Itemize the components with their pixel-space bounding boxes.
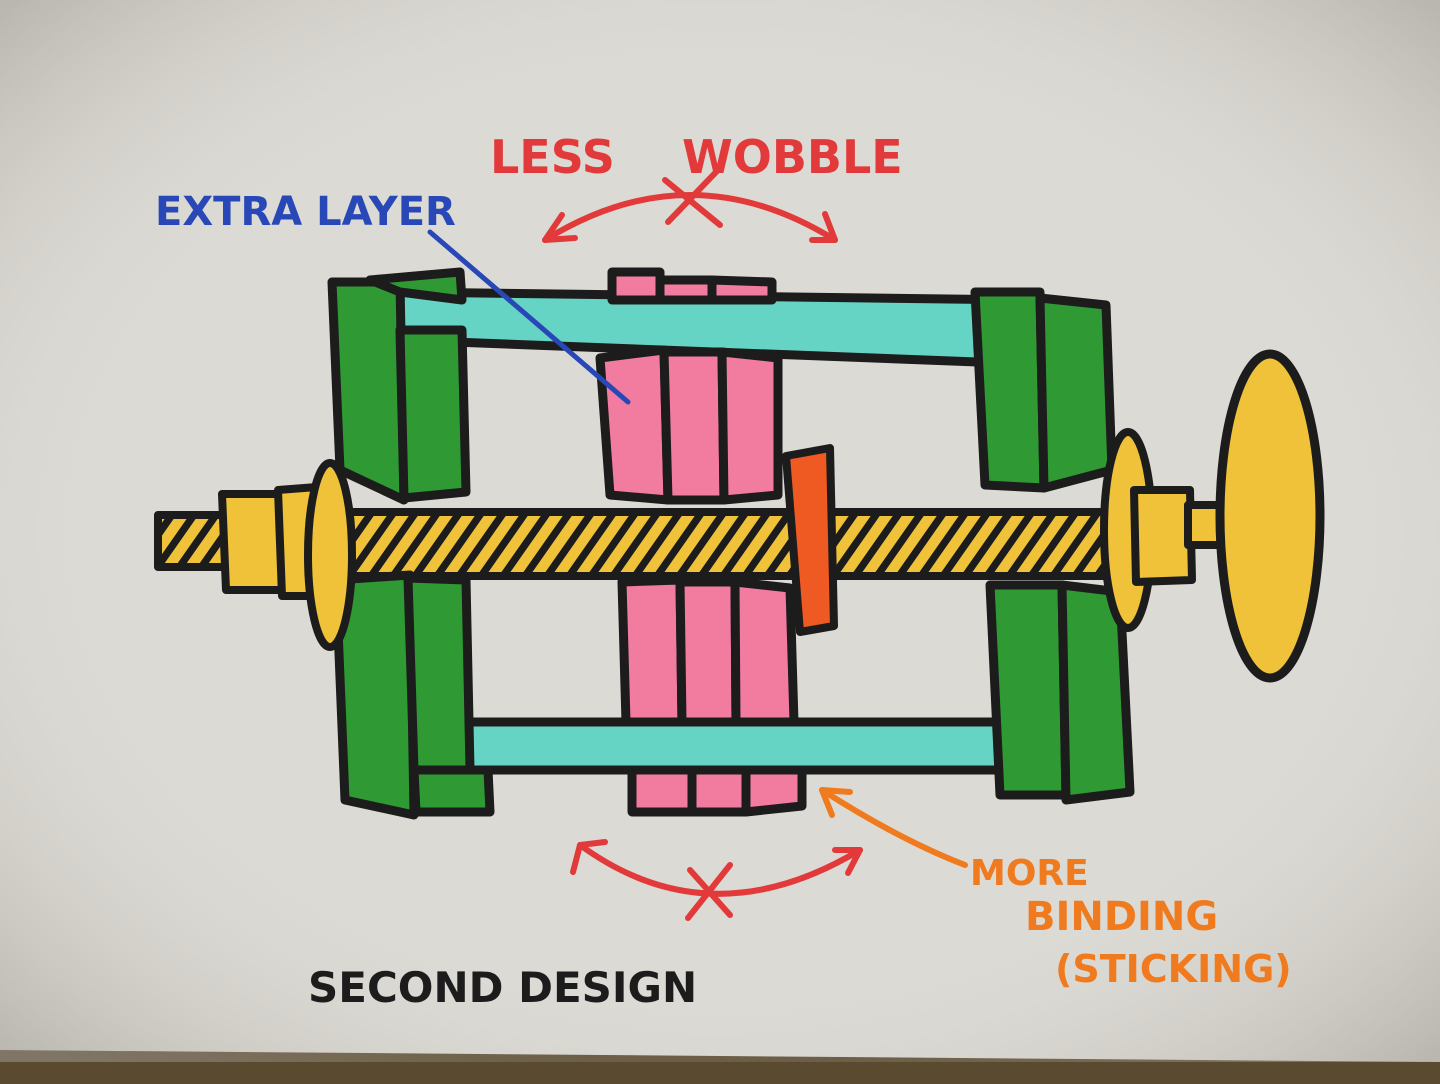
drive-nut — [782, 444, 838, 636]
left-end-block-bottom — [331, 570, 495, 820]
label-wobble: WOBBLE — [682, 130, 903, 184]
wobble-arrow-bottom — [570, 839, 863, 921]
carriage-plates-top — [595, 267, 783, 505]
lead-screw — [326, 508, 1134, 580]
label-extra-layer: EXTRA LAYER — [155, 189, 456, 235]
binding-arrow — [819, 787, 968, 868]
wobble-arrow-top — [542, 167, 838, 243]
left-screw-end — [154, 459, 356, 651]
right-end-block-bottom — [985, 580, 1135, 805]
extra-layer-pointer — [427, 229, 631, 405]
label-second-design: SECOND DESIGN — [308, 963, 697, 1012]
left-end-block-top — [327, 267, 471, 505]
right-end-block-top — [970, 287, 1117, 493]
label-binding: BINDING — [1025, 894, 1218, 940]
handwheel — [1215, 349, 1325, 683]
carriage-plates-bottom — [617, 575, 807, 817]
bottom-guide-rod — [420, 717, 1067, 775]
label-sticking: (STICKING) — [1055, 947, 1292, 991]
label-more: MORE — [970, 853, 1089, 894]
label-less: LESS — [490, 130, 615, 184]
